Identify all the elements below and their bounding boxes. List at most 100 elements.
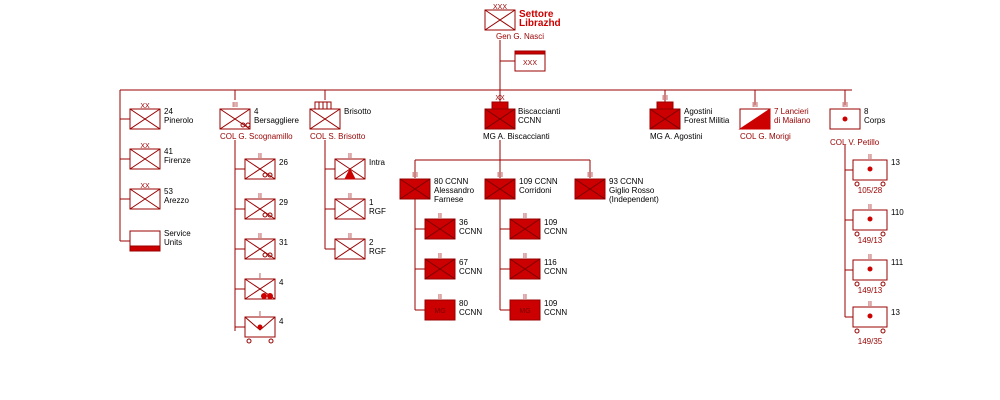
svg-text:29: 29: [279, 198, 288, 207]
svg-text:II: II: [868, 204, 872, 211]
svg-text:III: III: [752, 102, 758, 109]
svg-text:XX: XX: [140, 183, 150, 190]
svg-text:III: III: [497, 172, 503, 179]
svg-text:III: III: [587, 172, 593, 179]
svg-text:XX: XX: [140, 143, 150, 150]
svg-text:105/28: 105/28: [858, 186, 883, 195]
svg-text:II: II: [523, 294, 527, 301]
division-commander: MG A. Biscaccianti: [483, 132, 550, 141]
connector-lines: [119, 40, 853, 331]
company-4-guns[interactable]: I 4: [244, 311, 284, 344]
svg-text:II: II: [258, 233, 262, 240]
unit-commander: MG A. Agostini: [650, 132, 703, 141]
svg-text:III: III: [662, 95, 668, 102]
svg-text:31: 31: [279, 238, 288, 247]
company-4-motorcycle[interactable]: I 4: [244, 273, 284, 300]
svg-text:II: II: [523, 213, 527, 220]
svg-text:13: 13: [891, 308, 900, 317]
svg-text:II: II: [348, 233, 352, 240]
svg-text:XX: XX: [140, 103, 150, 110]
svg-text:III: III: [232, 102, 238, 109]
svg-text:II: II: [438, 294, 442, 301]
svg-text:II: II: [438, 253, 442, 260]
battalion-31[interactable]: II 31: [244, 233, 288, 260]
svg-text:II: II: [258, 153, 262, 160]
svg-text:MG: MG: [519, 308, 530, 315]
hq-echelon: XXX: [493, 4, 507, 11]
group-brisotto[interactable]: Brisotto COL S. Brisotto: [309, 101, 372, 141]
battalion-26[interactable]: II 26: [244, 153, 288, 180]
artillery-group-13[interactable]: II 13 105/28: [852, 154, 900, 195]
battalion-29[interactable]: II 29: [244, 193, 288, 220]
battalion-intra[interactable]: II Intra: [334, 153, 386, 180]
svg-text:I: I: [259, 273, 261, 280]
svg-text:II: II: [438, 213, 442, 220]
artillery-group-111[interactable]: II 111 149/13: [852, 254, 904, 295]
svg-text:149/35: 149/35: [858, 337, 883, 346]
svg-text:110: 110: [891, 208, 904, 217]
group-label: Brisotto: [344, 107, 372, 116]
svg-text:149/13: 149/13: [858, 286, 883, 295]
artillery-group-13-heavy[interactable]: II 13 149/35: [852, 301, 900, 346]
svg-text:I: I: [259, 311, 261, 318]
hq-box[interactable]: XXX: [514, 50, 546, 72]
svg-text:26: 26: [279, 158, 288, 167]
svg-text:4: 4: [279, 317, 284, 326]
group-commander: COL S. Brisotto: [310, 132, 366, 141]
svg-text:II: II: [348, 193, 352, 200]
svg-text:II: II: [868, 301, 872, 308]
svg-text:II: II: [868, 154, 872, 161]
svg-text:Intra: Intra: [369, 158, 386, 167]
svg-text:III: III: [412, 172, 418, 179]
hq-box-label: XXX: [523, 60, 537, 67]
svg-text:II: II: [348, 153, 352, 160]
svg-text:XX: XX: [495, 95, 505, 102]
svg-text:111: 111: [891, 258, 904, 267]
unit-commander: COL G. Morigi: [740, 132, 791, 141]
regiment-commander: COL G. Scognamillo: [220, 132, 293, 141]
artillery-group-110[interactable]: II 110 149/13: [852, 204, 904, 245]
svg-text:II: II: [868, 254, 872, 261]
